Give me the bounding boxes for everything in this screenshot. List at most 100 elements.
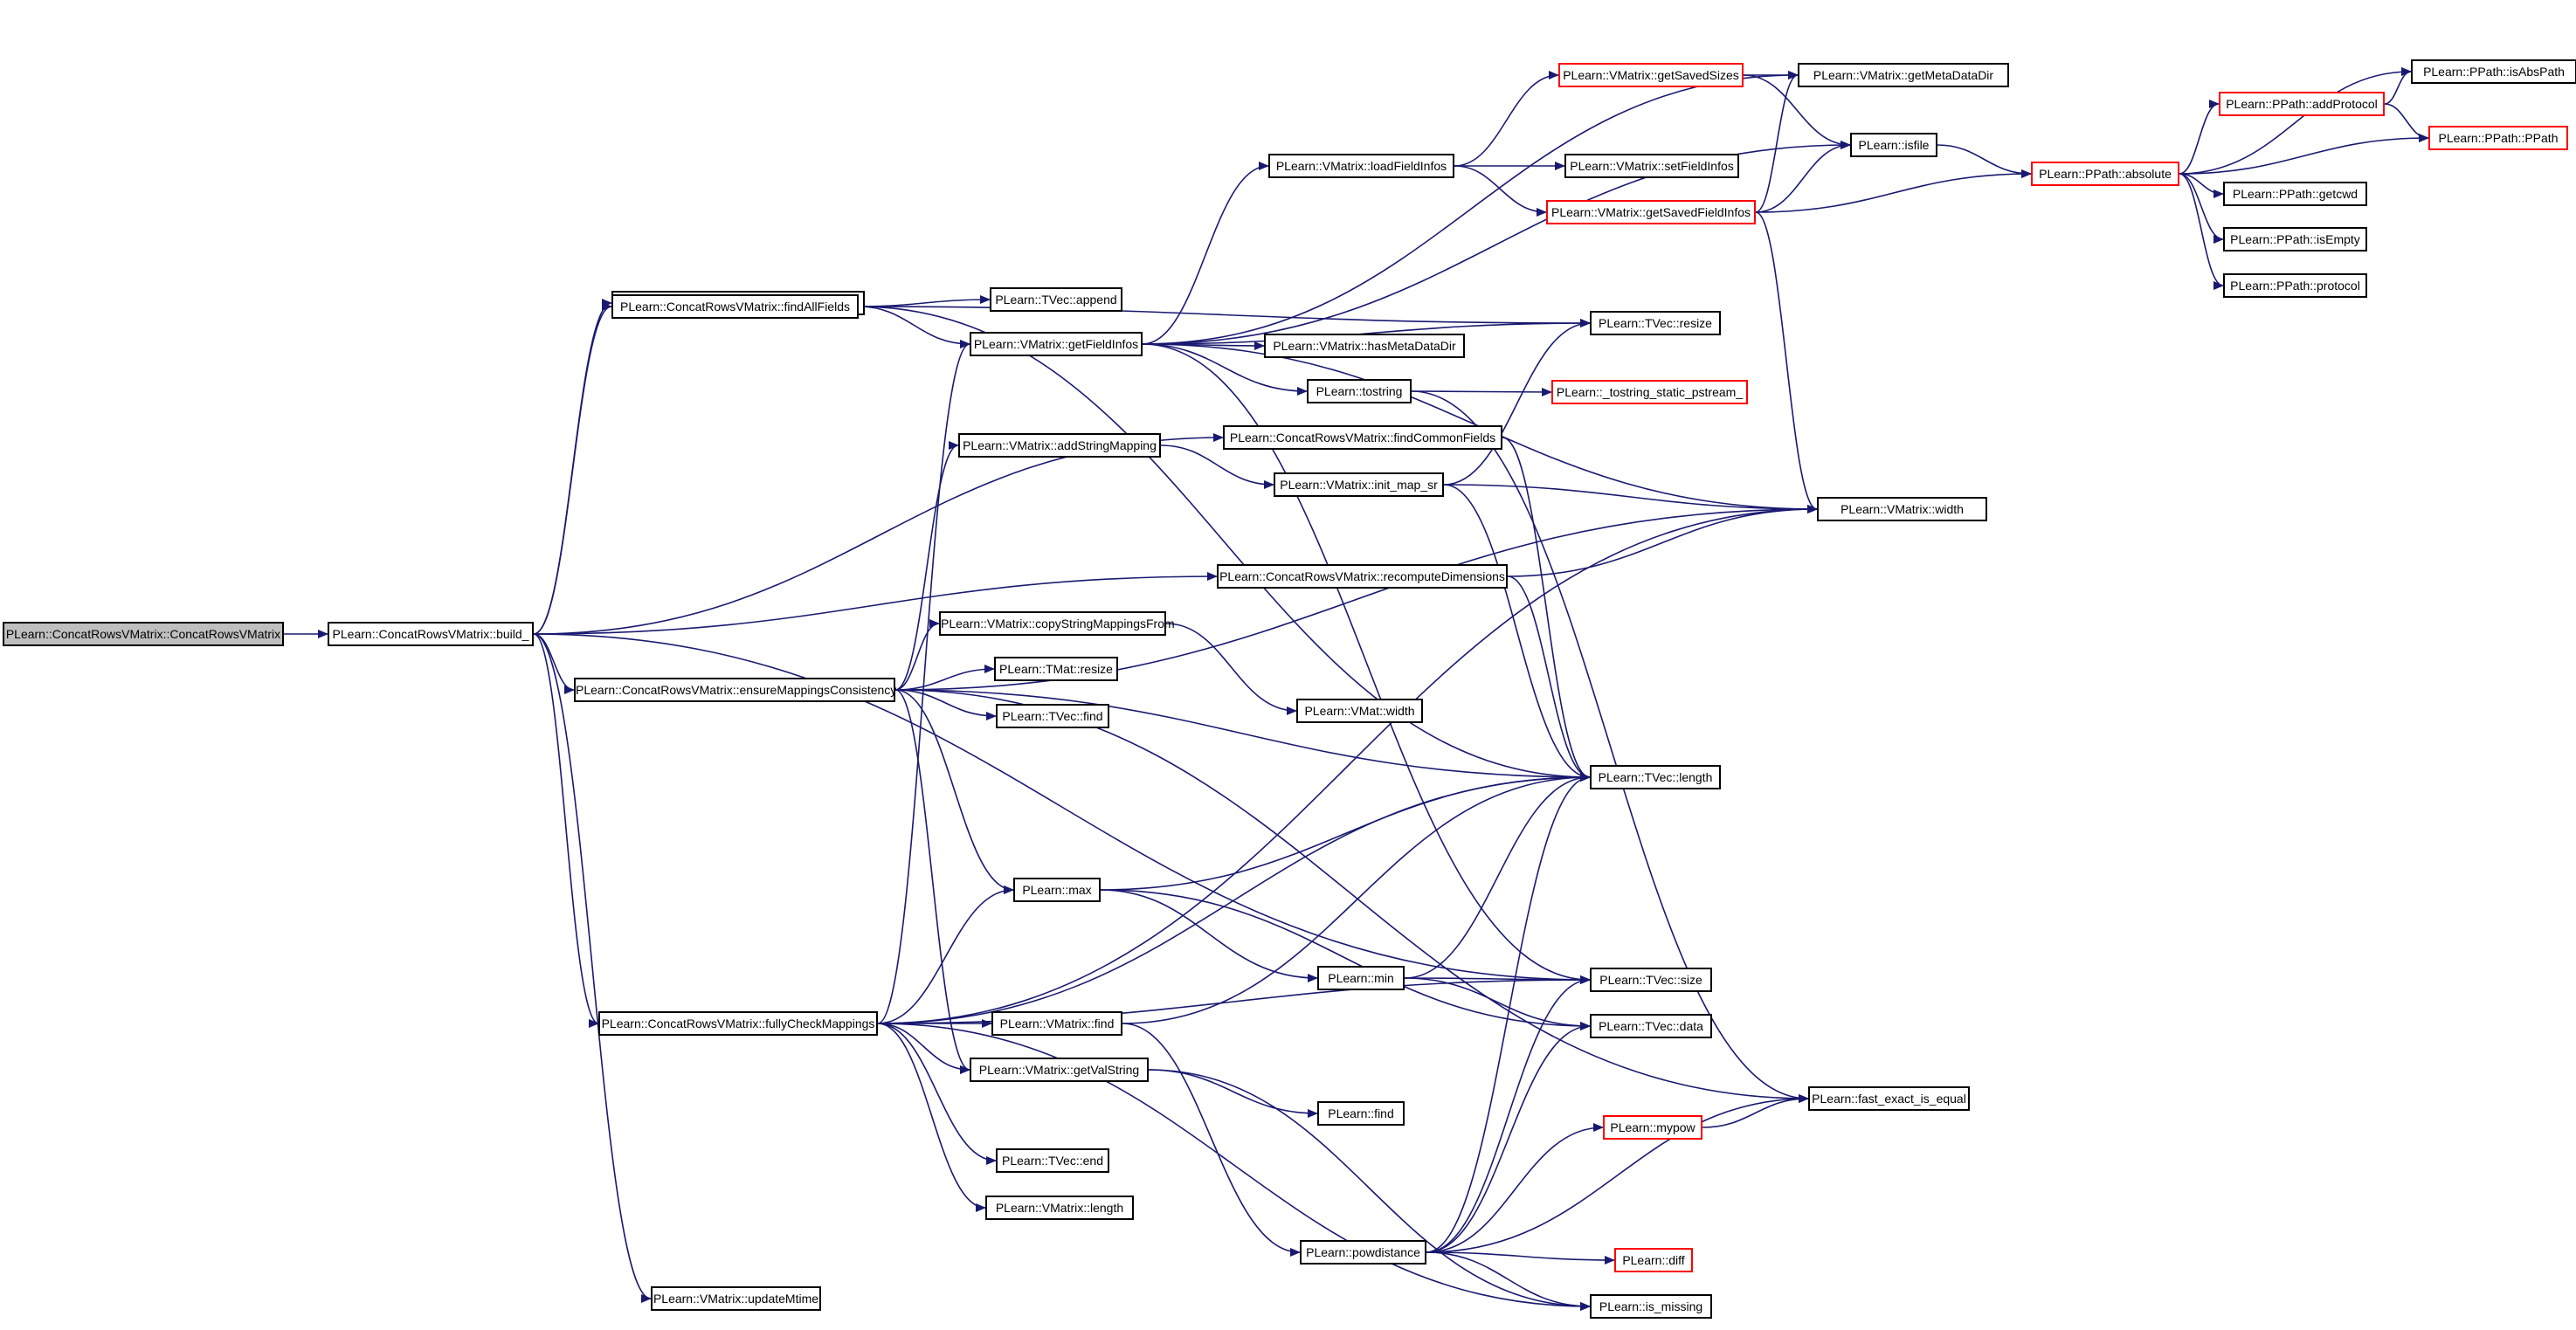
edge-fullyCheck-to-vmatrixLength xyxy=(877,1023,986,1212)
node-build[interactable]: PLearn::ConcatRowsVMatrix::build_ xyxy=(328,622,534,646)
edge-addProtocol-to-isAbsPath xyxy=(2384,67,2412,105)
node-getSavedSizes[interactable]: PLearn::VMatrix::getSavedSizes xyxy=(1558,63,1744,87)
edge-getFieldInfos-to-tostring xyxy=(1142,343,1308,396)
edge-build-to-updateMtime xyxy=(533,633,652,1303)
edge-addProtocol-to-ppathCtor xyxy=(2384,103,2429,142)
edge-fullyCheck-to-vmatrixWidth xyxy=(877,505,1818,1024)
edge-getSavedFieldInfos-to-vmatrixWidth xyxy=(1755,211,1818,513)
node-max[interactable]: PLearn::max xyxy=(1013,878,1101,902)
edge-getSavedSizes-to-isfile xyxy=(1743,74,1851,149)
node-findAllFields[interactable]: PLearn::ConcatRowsVMatrix::findAllFields xyxy=(611,294,859,319)
node-updateMtime[interactable]: PLearn::VMatrix::updateMtime xyxy=(651,1286,821,1311)
edge-getValString-to-isMissing xyxy=(1148,1069,1591,1311)
edge-powdistance-to-mypow xyxy=(1426,1123,1604,1253)
node-powdistance[interactable]: PLearn::powdistance xyxy=(1300,1240,1426,1265)
node-diff[interactable]: PLearn::diff xyxy=(1614,1248,1693,1272)
node-fullyCheck[interactable]: PLearn::ConcatRowsVMatrix::fullyCheckMap… xyxy=(598,1011,878,1036)
edge-findAllFields-to-tvecResize xyxy=(858,306,1591,327)
node-vmatrixWidth[interactable]: PLearn::VMatrix::width xyxy=(1817,497,1987,521)
edge-powdistance-to-fastExact xyxy=(1426,1094,1809,1253)
node-tostring[interactable]: PLearn::tostring xyxy=(1307,379,1412,403)
edge-build-to-recompute xyxy=(533,572,1218,635)
edge-max-to-tvecLength xyxy=(1100,773,1591,891)
edge-ensureMap-to-max xyxy=(894,689,1014,894)
edge-build-to-findAllFields xyxy=(533,302,612,635)
node-min[interactable]: PLearn::min xyxy=(1317,966,1405,990)
edge-min-to-tvecData xyxy=(1404,977,1591,1030)
edge-ppathAbsolute-to-getcwd xyxy=(2179,173,2224,198)
edge-getFieldInfos-to-tvecSize xyxy=(1142,343,1591,984)
edge-recompute-to-tvecLength xyxy=(1507,575,1591,782)
node-ppathCtor[interactable]: PLearn::PPath::PPath xyxy=(2428,126,2568,150)
node-tvecSize[interactable]: PLearn::TVec::size xyxy=(1590,968,1712,992)
node-recompute[interactable]: PLearn::ConcatRowsVMatrix::recomputeDime… xyxy=(1217,564,1508,589)
edge-vmatrixFind-to-powdistance xyxy=(1122,1023,1301,1257)
node-vmatrixLength[interactable]: PLearn::VMatrix::length xyxy=(985,1196,1134,1220)
edge-ensureMap-to-tvecLength xyxy=(894,689,1591,782)
edge-ensureMap-to-getValString xyxy=(894,689,970,1074)
edge-fullyCheck-to-getFieldInfos xyxy=(877,340,970,1024)
node-getMetaDataDir[interactable]: PLearn::VMatrix::getMetaDataDir xyxy=(1798,63,2009,87)
node-fastExact[interactable]: PLearn::fast_exact_is_equal xyxy=(1808,1086,1970,1111)
node-copyStringMappings[interactable]: PLearn::VMatrix::copyStringMappingsFrom xyxy=(939,611,1175,636)
node-addProtocol[interactable]: PLearn::PPath::addProtocol xyxy=(2219,92,2385,116)
edge-findAllFields-to-getFieldInfos xyxy=(858,306,970,348)
node-isfile[interactable]: PLearn::isfile xyxy=(1850,133,1937,157)
node-isMissing[interactable]: PLearn::is_missing xyxy=(1590,1294,1712,1319)
edge-powdistance-to-tvecData xyxy=(1426,1022,1591,1253)
node-addStringMapping[interactable]: PLearn::VMatrix::addStringMapping xyxy=(958,433,1161,458)
edge-max-to-min xyxy=(1100,889,1318,982)
node-ensureMap[interactable]: PLearn::ConcatRowsVMatrix::ensureMapping… xyxy=(574,678,896,702)
node-protocol[interactable]: PLearn::PPath::protocol xyxy=(2223,273,2367,298)
edge-initMapSr-to-tvecLength xyxy=(1443,484,1591,782)
edge-ppathAbsolute-to-isEmpty xyxy=(2179,173,2224,244)
edge-initMapSr-to-vmatrixWidth xyxy=(1443,484,1818,513)
node-ppathAbsolute[interactable]: PLearn::PPath::absolute xyxy=(2031,162,2179,186)
node-getcwd[interactable]: PLearn::PPath::getcwd xyxy=(2223,182,2367,206)
node-tvecResize[interactable]: PLearn::TVec::resize xyxy=(1590,311,1721,335)
edge-initMapSr-to-tvecResize xyxy=(1443,319,1591,486)
node-ctor[interactable]: PLearn::ConcatRowsVMatrix::ConcatRowsVMa… xyxy=(3,622,284,646)
node-getFieldInfos[interactable]: PLearn::VMatrix::getFieldInfos xyxy=(970,332,1143,356)
node-hasMetaDataDir[interactable]: PLearn::VMatrix::hasMetaDataDir xyxy=(1264,334,1465,358)
node-tvecData[interactable]: PLearn::TVec::data xyxy=(1590,1014,1712,1038)
edge-getSavedFieldInfos-to-isfile xyxy=(1755,141,1851,213)
edge-ppathAbsolute-to-ppathCtor xyxy=(2179,134,2429,175)
edge-ppathAbsolute-to-protocol xyxy=(2179,173,2224,290)
node-tvecAppend[interactable]: PLearn::TVec::append xyxy=(990,287,1122,312)
node-tvecEnd[interactable]: PLearn::TVec::end xyxy=(996,1148,1109,1173)
edge-fullyCheck-to-getValString xyxy=(877,1023,970,1074)
node-tostringStatic[interactable]: PLearn::_tostring_static_pstream_ xyxy=(1551,380,1748,404)
edge-ensureMap-to-copyStringMappings xyxy=(894,619,940,691)
node-mypow[interactable]: PLearn::mypow xyxy=(1603,1115,1702,1140)
node-vmatrixFind[interactable]: PLearn::VMatrix::find xyxy=(991,1011,1122,1036)
edge-fullyCheck-to-tvecEnd xyxy=(877,1023,997,1165)
node-loadFieldInfos[interactable]: PLearn::VMatrix::loadFieldInfos xyxy=(1268,154,1454,178)
node-tvecFind[interactable]: PLearn::TVec::find xyxy=(996,704,1109,728)
edge-ppathAbsolute-to-addProtocol xyxy=(2179,100,2220,175)
edge-min-to-tvecLength xyxy=(1404,773,1591,979)
node-tvecLength[interactable]: PLearn::TVec::length xyxy=(1590,765,1721,789)
edge-min-to-tvecSize xyxy=(1404,975,1591,984)
edge-tostring-to-tostringStatic xyxy=(1411,387,1552,396)
edge-getFieldInfos-to-loadFieldInfos xyxy=(1142,162,1269,345)
node-setFieldInfos[interactable]: PLearn::VMatrix::setFieldInfos xyxy=(1564,154,1739,178)
edge-ensureMap-to-addStringMapping xyxy=(894,441,959,691)
node-tmatResize[interactable]: PLearn::TMat::resize xyxy=(994,657,1118,681)
edge-ensureMap-to-tmatResize xyxy=(894,665,995,691)
node-vmatWidth[interactable]: PLearn::VMat::width xyxy=(1296,699,1423,723)
edge-loadFieldInfos-to-getSavedSizes xyxy=(1454,71,1559,167)
edge-powdistance-to-tvecLength xyxy=(1426,773,1591,1253)
node-findCommon[interactable]: PLearn::ConcatRowsVMatrix::findCommonFie… xyxy=(1223,425,1502,450)
node-getValString[interactable]: PLearn::VMatrix::getValString xyxy=(970,1058,1149,1082)
edge-ensureMap-to-tvecFind xyxy=(894,689,997,720)
node-initMapSr[interactable]: PLearn::VMatrix::init_map_sr xyxy=(1274,472,1444,497)
node-isEmpty[interactable]: PLearn::PPath::isEmpty xyxy=(2223,227,2367,252)
node-isAbsPath[interactable]: PLearn::PPath::isAbsPath xyxy=(2411,59,2576,84)
node-plearnFind[interactable]: PLearn::find xyxy=(1317,1101,1405,1126)
node-getSavedFieldInfos[interactable]: PLearn::VMatrix::getSavedFieldInfos xyxy=(1546,200,1756,224)
edge-fullyCheck-to-isMissing xyxy=(877,1023,1591,1311)
edge-ppathAbsolute-to-isAbsPath xyxy=(2179,67,2412,175)
edge-powdistance-to-tvecSize xyxy=(1426,975,1591,1253)
